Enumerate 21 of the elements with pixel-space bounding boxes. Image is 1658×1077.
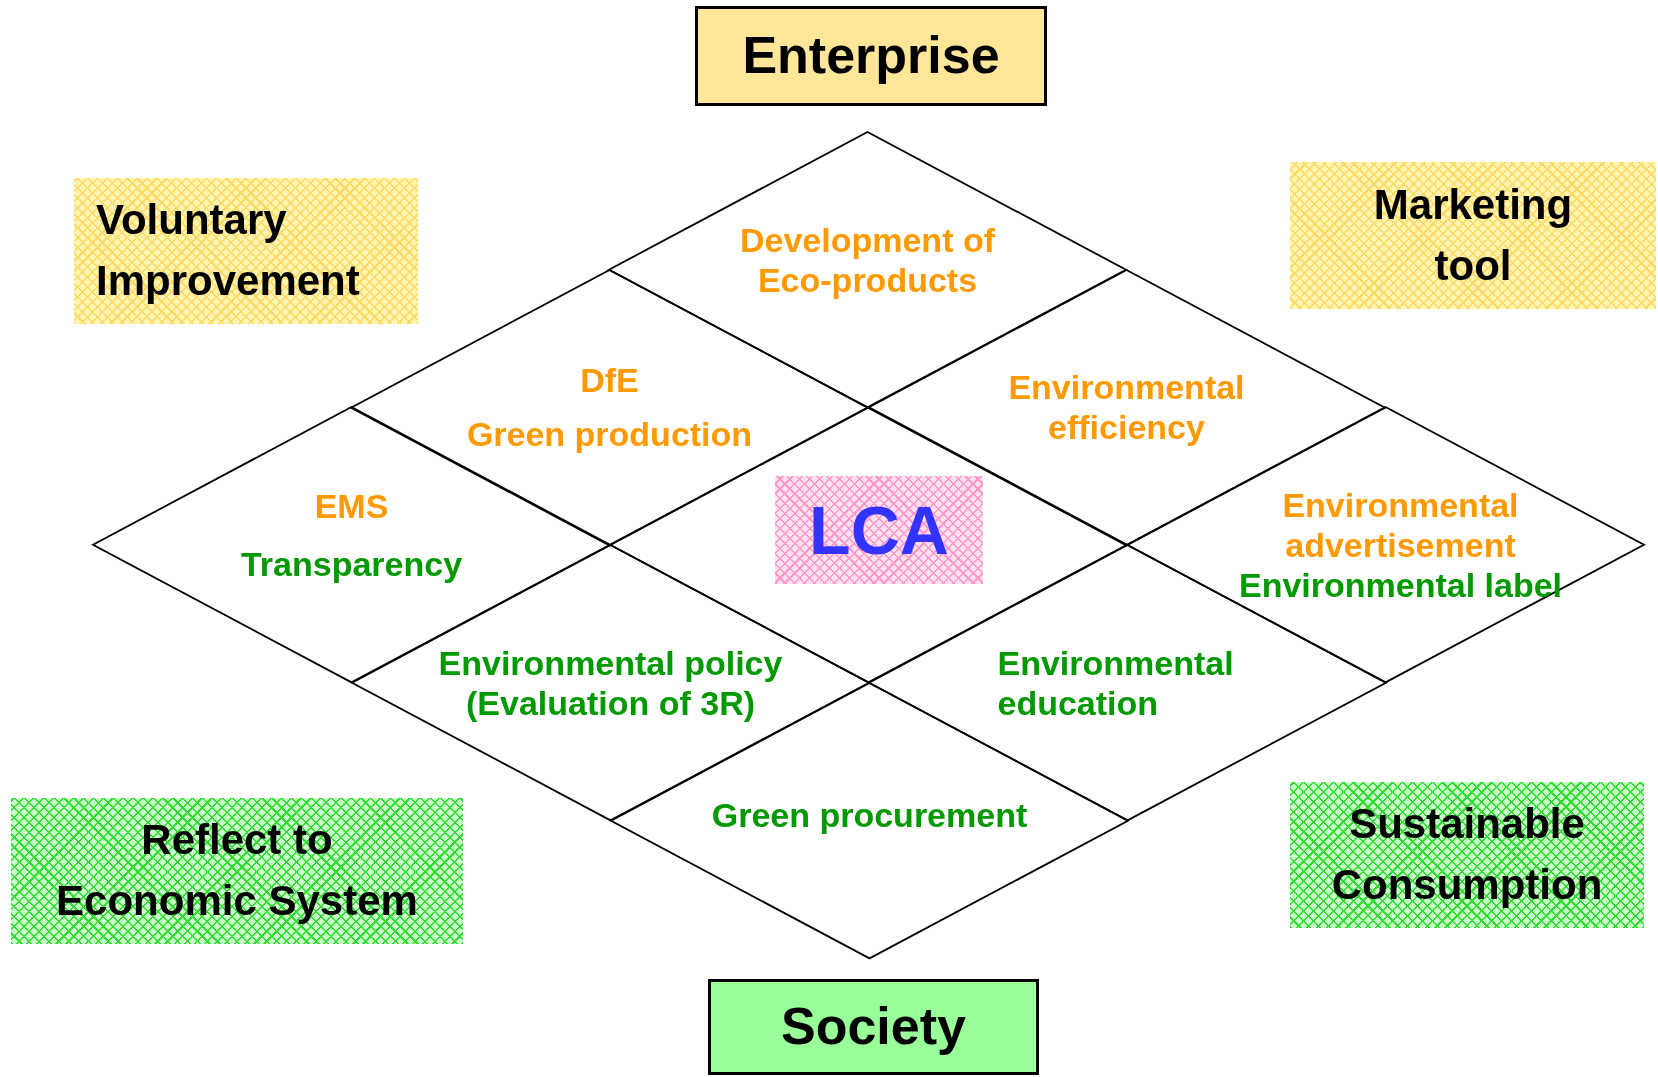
cell-label: Environmental label [1238, 565, 1563, 606]
cell-label: EMS [314, 486, 389, 527]
cell-label: DfE [580, 360, 639, 401]
cell-label: Green procurement [711, 795, 1028, 836]
cell-label: Environmental education [997, 642, 1235, 723]
footer-box [708, 979, 1039, 1075]
cell-label: Transparency [240, 544, 463, 585]
box-label: Marketing tool [1372, 179, 1574, 291]
box-label: Society [781, 996, 966, 1058]
box-label: LCA [809, 491, 949, 571]
note-box [1290, 162, 1656, 309]
cell-label: Green production [466, 414, 753, 455]
center-box [775, 476, 983, 585]
box-label: Voluntary Improvement [96, 195, 361, 306]
header-box [695, 6, 1047, 106]
cell-label: Environmental policy (Evaluation of 3R) [437, 642, 784, 723]
note-box [74, 178, 418, 324]
box-label: Enterprise [742, 25, 1000, 87]
cell-label: Development of Eco-products [738, 219, 996, 300]
cell-label: Environmental advertisement [1281, 485, 1520, 566]
cell-label: Environmental efficiency [1007, 367, 1246, 448]
